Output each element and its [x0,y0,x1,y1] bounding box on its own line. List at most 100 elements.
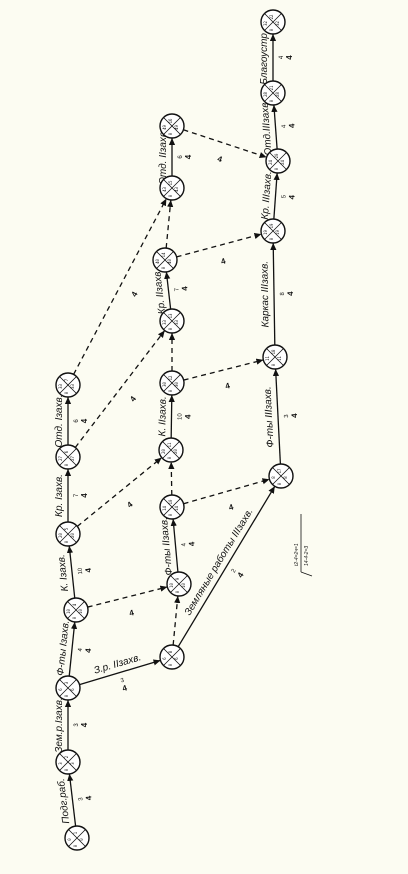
event-right-value: 6 [70,688,75,691]
activity-resource: 4 [290,413,299,418]
event-right-value: 6 [174,657,179,660]
event-left-value: 19 [263,230,268,235]
event-right-value: 11 [277,356,282,361]
event-bottom-value: 0 [64,463,69,466]
event-right-value: 40 [167,259,172,264]
activity-duration: 4 [78,647,84,652]
activity-label: Отд. IIзахв. [158,129,169,185]
event-bottom-value: 0 [167,456,172,459]
event-left-value: 33 [58,384,63,389]
activity-resource: 4 [125,500,135,510]
event-right-value: 10 [78,609,83,614]
activity-label: Отд.IIIзахв. [259,99,274,155]
event-top-value: 20 [274,153,279,158]
activity-label: Зем.р.Iзахв. [54,697,65,752]
event-right-value: 33 [174,320,179,325]
activity-resource: 4 [184,154,193,159]
event-bottom-value: 0 [72,616,77,619]
event-right-value: 28 [275,92,280,97]
edge-n8-n17: Земляные работы IIIзахв.24 [177,485,276,648]
event-left-value: 24 [268,160,273,165]
event-bottom-value: 0 [64,391,69,394]
edge-n3-n8: З.р. IIзахв.34 [79,652,161,693]
activity-resource: 4 [220,256,227,266]
event-top-value: 17 [277,468,282,473]
event-left-value: 49 [162,125,167,130]
event-right-value: 10 [181,583,186,588]
event-right-value: 49 [174,125,179,130]
activity-resource: 4 [80,418,89,423]
event-left-value: 3 [58,762,63,765]
event-bottom-value: 0 [73,844,78,847]
edge-n5-n11: 4 [76,457,163,527]
event-bottom-value: 0 [271,363,276,366]
event-bottom-value: 0 [64,540,69,543]
activity-resource: 4 [286,291,295,296]
activity-label: Кр. Iзахв. [54,474,65,517]
event-bottom-value: 0 [269,237,274,240]
event-right-value: 0 [79,838,84,841]
event-left-value: 10 [169,583,174,588]
event-bottom-value: 0 [168,327,173,330]
event-left-value: 20 [58,533,63,538]
activity-resource: 4 [287,194,296,200]
event-bottom-value: 0 [161,266,166,269]
event-top-value: 7 [64,378,69,381]
activity-duration: 7 [74,493,80,497]
activity-resource: 4 [180,285,190,291]
event-left-value: 0 [67,838,72,841]
event-bottom-value: 0 [175,590,180,593]
edge-n7-n15: 4 [73,198,167,375]
edge-n4-n9: 4 [87,585,168,618]
edge-n10-n17: 4 [183,478,270,512]
activity-resource: 4 [84,567,93,573]
event-left-value: 11 [265,356,270,361]
activity-resource: 4 [183,414,192,419]
event-top-value: 13 [168,313,173,318]
event-top-value: 2 [64,755,69,758]
event-right-value: 14 [174,506,179,511]
event-top-value: 1 [73,831,78,834]
activity-resource: 4 [228,502,235,512]
event-top-value: 18 [271,349,276,354]
event-bottom-value: 0 [269,28,274,31]
event-top-value: 6 [64,450,69,453]
event-right-value: 19 [275,230,280,235]
activity-label: К. Iзахв. [56,554,71,592]
event-right-value: 43 [174,187,179,192]
activity-duration: 3 [284,414,290,418]
activity-label: Подг.раб. [55,778,72,825]
event-top-value: 12 [168,375,173,380]
activity-resource: 4 [187,541,196,547]
activity-resource: 4 [216,154,224,164]
activity-duration: 4 [281,124,287,128]
activity-resource: 4 [285,55,294,60]
activity-duration: 6 [74,419,80,423]
activity-resource: 4 [128,608,135,618]
event-left-value: 30 [162,382,167,387]
activity-resource: 4 [287,123,296,129]
activity-label: К. IIзахв. [157,396,169,436]
event-top-value: 22 [269,14,274,19]
